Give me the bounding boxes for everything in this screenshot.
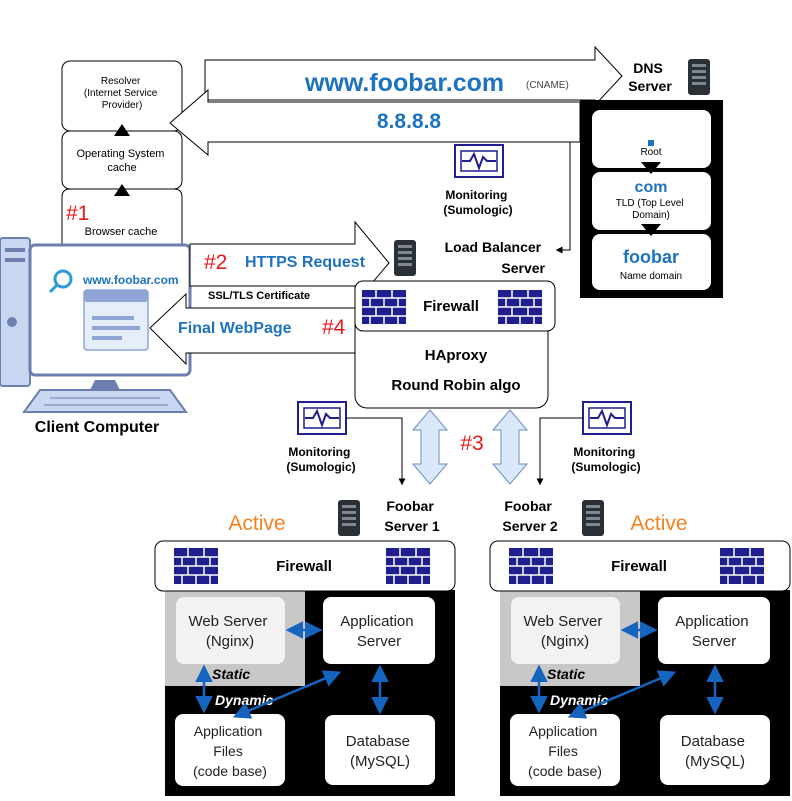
server1-app-server xyxy=(323,597,435,664)
name-domain-box xyxy=(592,234,711,290)
server1-web-server xyxy=(176,597,285,664)
server2-firewall-icon-right xyxy=(720,548,764,584)
lb-server1-arrow xyxy=(411,409,449,485)
server2-dynamic-label: Dynamic xyxy=(550,692,609,708)
os-to-resolver-arrow xyxy=(114,124,130,136)
monitoring-icon-server2 xyxy=(582,401,632,435)
dns-server-title: DNS Server xyxy=(628,60,672,94)
server1-static-label: Static xyxy=(212,666,250,682)
lb-server2-arrow xyxy=(491,409,529,485)
final-page-arrow xyxy=(149,292,356,366)
server2-firewall-label: Firewall xyxy=(611,558,667,575)
monitoring-icon-server1 xyxy=(297,401,347,435)
step4-label: #4 xyxy=(322,316,346,339)
monitoring-label-server1: Monitoring (Sumologic) xyxy=(286,445,355,474)
client-computer-label: Client Computer xyxy=(35,419,159,436)
server1-firewall-icon-right xyxy=(386,548,430,584)
dns-answer-arrow xyxy=(169,88,581,157)
browser-url: www.foobar.com xyxy=(82,273,179,287)
server1-status: Active xyxy=(228,512,285,535)
answer-ip: 8.8.8.8 xyxy=(377,110,442,133)
tld-label: TLD (Top Level Domain) xyxy=(616,198,687,221)
monitoring-label: Monitoring (Sumologic) xyxy=(443,188,512,217)
server1-database xyxy=(325,715,435,785)
step3-label: #3 xyxy=(460,432,483,455)
server2-app-files-link xyxy=(567,670,677,719)
ssl-cert-label: SSL/TLS Certificate xyxy=(208,290,310,302)
server2-app-server xyxy=(658,597,770,664)
server2-firewall-box xyxy=(489,540,791,592)
root-to-tld-arrow xyxy=(641,162,661,174)
lb-firewall-label: Firewall xyxy=(423,298,479,315)
server1-app-server-label: Application Server xyxy=(340,613,418,650)
server1-app-files-link xyxy=(232,670,342,719)
server1-firewall-box xyxy=(154,540,456,592)
tld-box xyxy=(592,172,711,230)
server1-firewall-icon-left xyxy=(174,548,218,584)
server2-web-server xyxy=(511,597,620,664)
monitoring-icon xyxy=(454,144,504,178)
server2-group: Foobar Server 2 Active Firewall Web Serv… xyxy=(489,498,791,796)
dns-server-icon xyxy=(688,59,710,95)
lb-firewall-icon-right xyxy=(498,290,542,324)
server1-icon xyxy=(338,500,360,536)
step1-label: #1 xyxy=(66,202,89,225)
query-type: (CNAME) xyxy=(526,80,569,91)
server1-web-server-label: Web Server (Nginx) xyxy=(188,613,271,650)
root-label: Root xyxy=(640,147,661,158)
lb-firewall-icon-left xyxy=(362,290,406,324)
name-domain-label: Name domain xyxy=(620,271,682,282)
server2-database-label: Database (MySQL) xyxy=(681,733,749,770)
browser-cache-label: Browser cache xyxy=(85,226,158,238)
lb-software-label: HAproxy xyxy=(425,347,488,364)
load-balancer-title: Load Balancer Server xyxy=(445,239,546,276)
server1-app-files xyxy=(175,714,285,786)
resolver-label: Resolver (Internet Service Provider) xyxy=(84,76,160,111)
server2-title: Foobar Server 2 xyxy=(502,498,557,534)
server2-database xyxy=(660,715,770,785)
server2-static-label: Static xyxy=(547,666,585,682)
server1-dynamic-label: Dynamic xyxy=(215,692,274,708)
server2-web-server-label: Web Server (Nginx) xyxy=(523,613,606,650)
search-icon xyxy=(48,269,73,294)
name-domain-code: foobar xyxy=(623,247,679,267)
tld-to-name-arrow xyxy=(641,224,661,236)
step2-label: #2 xyxy=(204,251,227,274)
dns-to-lb-line xyxy=(555,142,571,254)
root-dot xyxy=(648,140,654,146)
lb-algorithm-label: Round Robin algo xyxy=(391,377,520,394)
https-request-label: HTTPS Request xyxy=(245,254,366,271)
server2-icon xyxy=(582,500,604,536)
server1-group: Active Foobar Server 1 Firewall Web Serv… xyxy=(154,498,456,796)
server2-status: Active xyxy=(630,512,687,535)
root-box xyxy=(592,110,711,168)
query-domain: www.foobar.com xyxy=(304,69,504,97)
monitoring-label-server2: Monitoring (Sumologic) xyxy=(571,445,640,474)
server2-firewall-icon-left xyxy=(509,548,553,584)
os-cache-label: Operating System cache xyxy=(76,148,167,174)
dns-query-arrow xyxy=(204,45,623,107)
server1-database-label: Database (MySQL) xyxy=(346,733,414,770)
monitoring-server1-line xyxy=(346,417,406,486)
server2-app-server-label: Application Server xyxy=(675,613,753,650)
os-cache-box xyxy=(61,130,183,190)
monitoring-server2-line xyxy=(536,417,583,486)
server1-title: Foobar Server 1 xyxy=(384,498,439,534)
final-page-label: Final WebPage xyxy=(178,320,292,337)
load-balancer-server-icon xyxy=(394,240,416,276)
server1-app-files-label: Application Files (code base) xyxy=(193,723,267,779)
server2-app-files xyxy=(510,714,620,786)
browser-to-os-arrow xyxy=(114,184,130,196)
tld-code: com xyxy=(635,179,668,196)
server2-app-files-label: Application Files (code base) xyxy=(528,723,602,779)
server1-firewall-label: Firewall xyxy=(276,558,332,575)
